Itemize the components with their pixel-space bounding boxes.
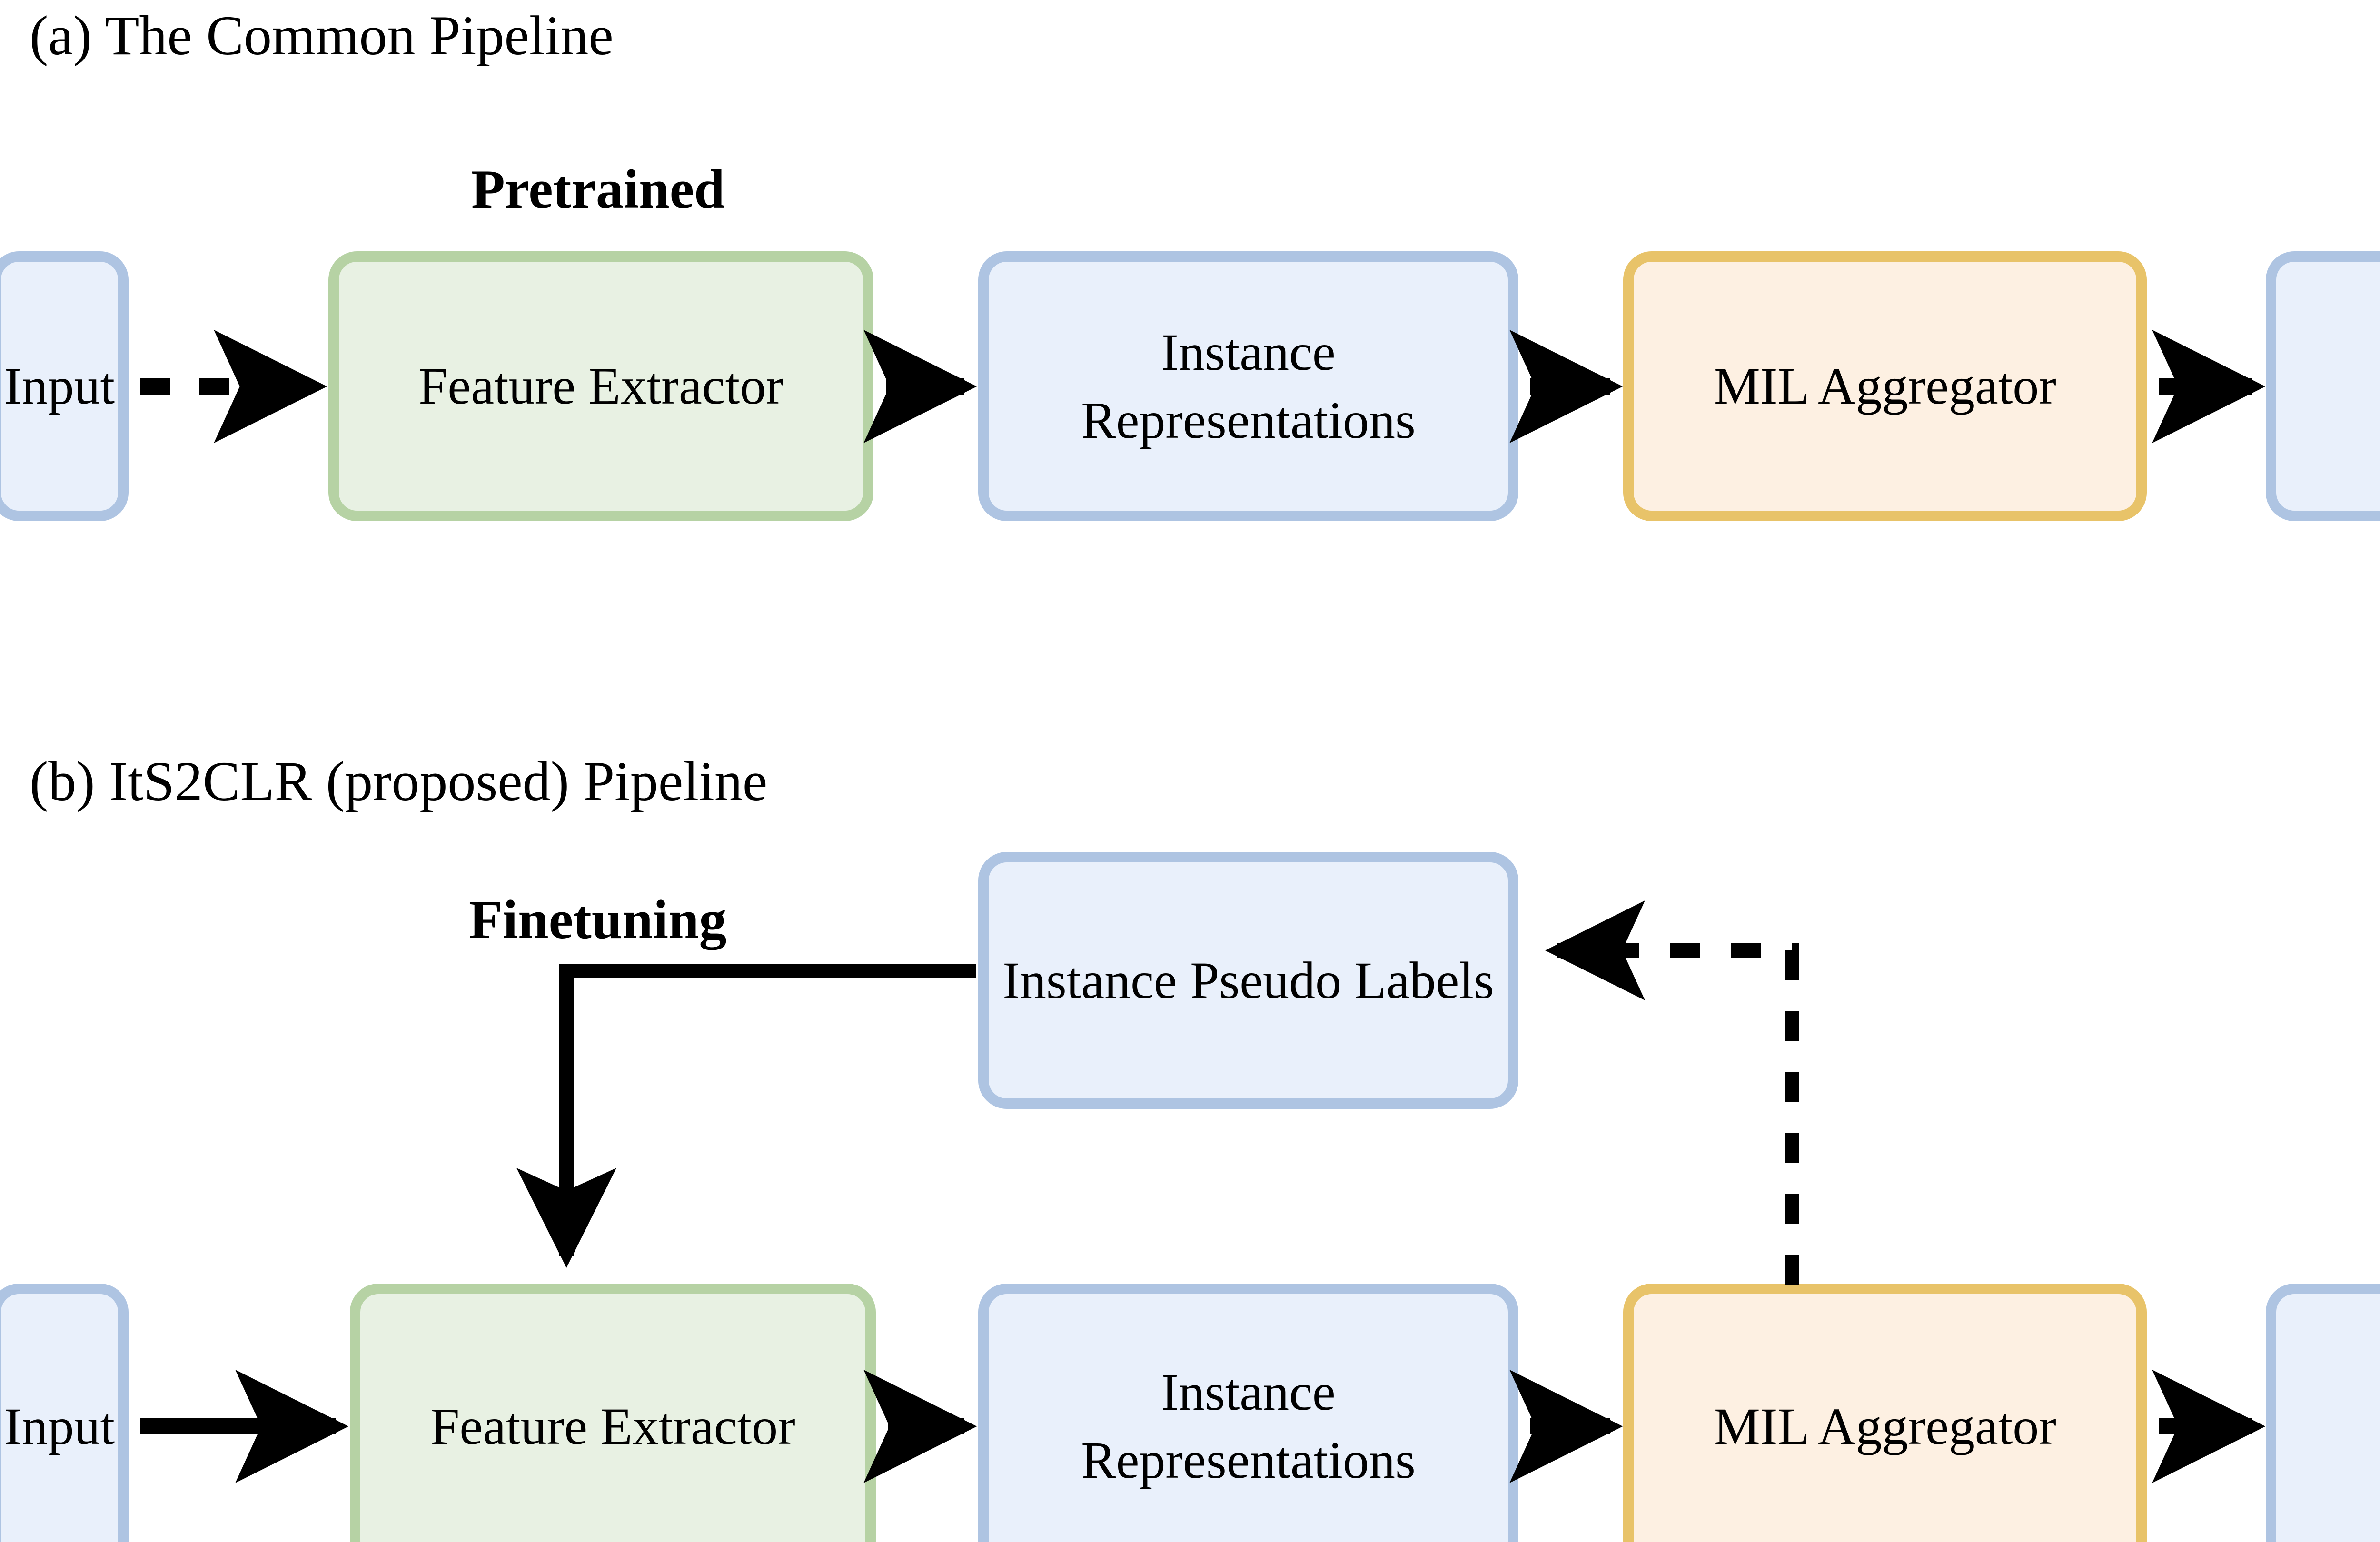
stage-label-pretrained: Pretrained — [471, 159, 725, 220]
node-b-bag-prediction[interactable]: Bag Prediction — [2266, 1284, 2380, 1542]
section-caption-b: (b) ItS2CLR (proposed) Pipeline — [30, 750, 768, 812]
edge-b-mil-to-pseudo — [1545, 900, 1799, 1285]
node-a-instance-representations[interactable]: Instance Representations — [978, 251, 1518, 521]
node-b-mil-aggregator[interactable]: MIL Aggregator — [1623, 1284, 2147, 1542]
node-a-bag-prediction[interactable]: Bag Prediction — [2266, 251, 2380, 521]
node-b-instance-pseudo-labels[interactable]: Instance Pseudo Labels — [978, 852, 1518, 1109]
edge-b-pseudo-to-feature — [516, 964, 976, 1268]
node-a-input[interactable]: Input — [0, 251, 129, 521]
node-b-input[interactable]: Input — [0, 1284, 129, 1542]
node-b-instance-representations[interactable]: Instance Representations — [978, 1284, 1518, 1542]
node-b-feature-extractor[interactable]: Feature Extractor — [350, 1284, 876, 1542]
node-a-mil-aggregator[interactable]: MIL Aggregator — [1623, 251, 2147, 521]
node-a-feature-extractor[interactable]: Feature Extractor — [328, 251, 873, 521]
section-caption-a: (a) The Common Pipeline — [30, 4, 614, 67]
stage-label-finetuning: Finetuning — [469, 890, 727, 950]
